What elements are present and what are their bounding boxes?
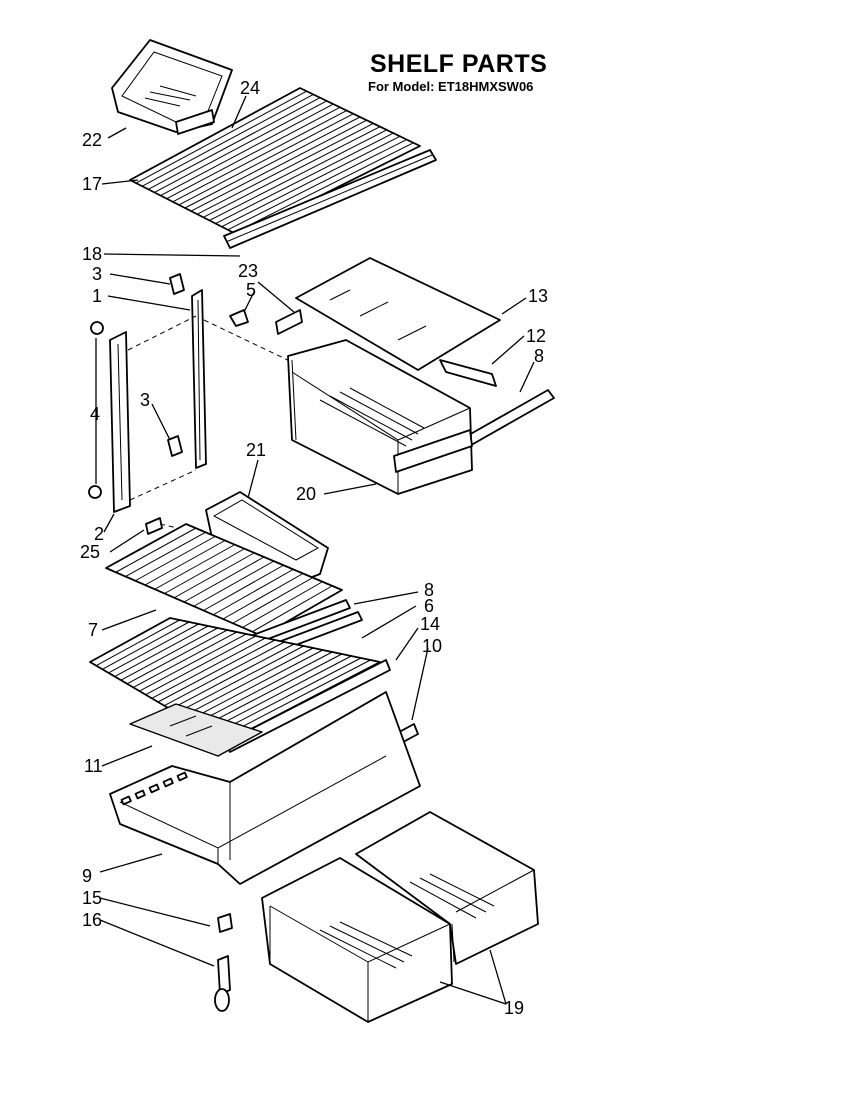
callout-15: 15 bbox=[82, 888, 102, 908]
callout-labels: 22 24 17 18 23 3 1 5 13 12 8 3 4 21 20 2… bbox=[80, 78, 548, 1018]
callout-6: 6 bbox=[424, 596, 434, 616]
callout-18: 18 bbox=[82, 244, 102, 264]
callout-3-upper: 3 bbox=[92, 264, 102, 284]
diagram-title: SHELF PARTS bbox=[370, 50, 548, 78]
part-4-caps bbox=[88, 321, 104, 499]
callout-22: 22 bbox=[82, 130, 102, 150]
part-2-rail bbox=[109, 331, 131, 513]
part-15-screw bbox=[217, 913, 233, 933]
model-subtitle: For Model: ET18HMXSW06 bbox=[368, 79, 534, 94]
callout-1: 1 bbox=[92, 286, 102, 306]
part-8-slide-upper bbox=[459, 389, 555, 449]
callout-24: 24 bbox=[240, 78, 260, 98]
callout-16: 16 bbox=[82, 910, 102, 930]
callout-11: 11 bbox=[84, 756, 103, 776]
callout-10: 10 bbox=[422, 636, 442, 656]
part-17-wire-shelf bbox=[129, 87, 421, 237]
callout-17: 17 bbox=[82, 174, 102, 194]
callout-12: 12 bbox=[526, 326, 546, 346]
callout-3-lower: 3 bbox=[140, 390, 150, 410]
part-3-bracket-upper bbox=[169, 273, 185, 295]
leader-lines bbox=[95, 95, 535, 1005]
callout-13: 13 bbox=[528, 286, 548, 306]
part-18-trim bbox=[223, 149, 437, 249]
callout-8-lower: 8 bbox=[424, 580, 434, 600]
part-9-crisper-frame bbox=[109, 691, 421, 885]
part-20-drawer bbox=[287, 339, 473, 495]
part-23-frame-bar bbox=[275, 309, 303, 335]
callout-7: 7 bbox=[88, 620, 98, 640]
callout-2: 2 bbox=[94, 524, 104, 544]
callout-25: 25 bbox=[80, 542, 100, 562]
callout-4: 4 bbox=[90, 404, 100, 424]
part-19-drawer-right bbox=[355, 811, 539, 965]
part-7-shelf bbox=[105, 523, 343, 637]
part-12-slide bbox=[439, 359, 497, 387]
callout-23: 23 bbox=[238, 261, 258, 281]
callout-5: 5 bbox=[246, 280, 256, 300]
part-22-bin bbox=[111, 39, 233, 135]
part-16-leg bbox=[214, 955, 231, 1012]
part-3-bracket-lower bbox=[167, 435, 183, 457]
callout-9: 9 bbox=[82, 866, 92, 886]
part-13-glass-cover bbox=[295, 257, 501, 371]
callout-14: 14 bbox=[420, 614, 440, 634]
part-5-screw bbox=[229, 309, 249, 327]
callout-20: 20 bbox=[296, 484, 316, 504]
callout-8-upper: 8 bbox=[534, 346, 544, 366]
part-11-glass-panel bbox=[129, 703, 263, 757]
part-25-pin bbox=[145, 517, 163, 535]
part-1-rail bbox=[191, 289, 207, 469]
callout-19: 19 bbox=[504, 998, 524, 1018]
callout-21: 21 bbox=[246, 440, 266, 460]
part-19-drawer-left bbox=[261, 857, 453, 1023]
